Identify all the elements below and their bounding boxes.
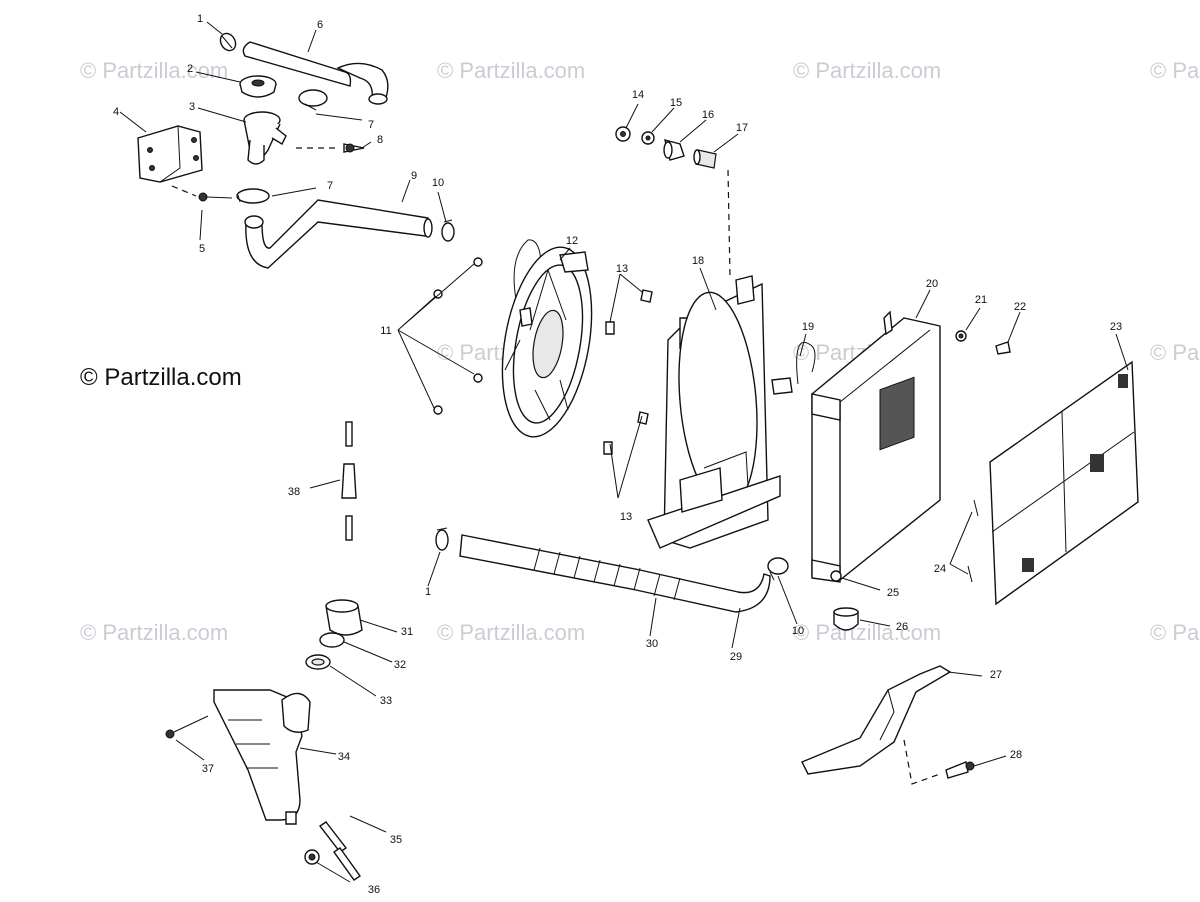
- callout-38: 38: [288, 486, 300, 498]
- callout-6: 6: [317, 19, 323, 31]
- lower-hose-part: [459, 534, 771, 613]
- callout-1-lower: 1: [425, 586, 431, 598]
- clamp-10-lower-part: [767, 557, 789, 581]
- screw-28-part: [903, 739, 975, 785]
- watermark-tile: © Partzilla.com: [80, 620, 228, 645]
- watermark-tile: © Partzilla.com: [80, 58, 228, 83]
- callout-14: 14: [632, 89, 644, 101]
- callout-34: 34: [338, 751, 350, 763]
- clamp-36-part: [304, 849, 320, 865]
- mounting-bracket-part: [801, 665, 952, 775]
- bolt-5-part: [171, 185, 233, 202]
- watermark-tile: © Partzilla.com: [1150, 340, 1200, 365]
- callout-22: 22: [1014, 301, 1026, 313]
- watermark-tile: © Partzilla.com: [437, 620, 585, 645]
- fan-rivets-part: [433, 257, 483, 415]
- callout-24: 24: [934, 563, 946, 575]
- bracket-part: [137, 125, 203, 183]
- leader-lines: [119, 21, 1129, 883]
- upper-hose-part: [242, 41, 389, 105]
- watermark-main: © Partzilla.com: [80, 364, 242, 391]
- filler-neck-part: [243, 111, 287, 165]
- clips-13-part: [603, 289, 653, 455]
- cooling-fan-part: [501, 239, 593, 438]
- callout-10-lower: 10: [792, 625, 804, 637]
- callout-17: 17: [736, 122, 748, 134]
- callout-3: 3: [189, 101, 195, 113]
- coolant-reservoir-part: [213, 689, 311, 825]
- watermark-tile: © Partzilla.com: [437, 58, 585, 83]
- callout-7-mid: 7: [327, 180, 333, 192]
- callout-36: 36: [368, 884, 380, 896]
- callout-23: 23: [1110, 321, 1122, 333]
- callout-numbers: 1 2 3 4 5 6 7 8 7 9 10 11 12 13 13 14 15…: [113, 13, 1122, 896]
- clamp-lower-part: [435, 527, 449, 551]
- clamp-mid-part: [236, 188, 270, 204]
- callout-4: 4: [113, 106, 119, 118]
- callout-11: 11: [380, 325, 391, 337]
- callout-19: 19: [802, 321, 814, 333]
- pins-24-part: [967, 499, 979, 583]
- hose-9-part: [244, 199, 433, 269]
- connector-38-part: [341, 421, 357, 541]
- radiator-screen-part: [989, 360, 1139, 606]
- callout-16: 16: [702, 109, 714, 121]
- callout-33: 33: [380, 695, 392, 707]
- callout-20: 20: [926, 278, 938, 290]
- radiator-part: [811, 310, 941, 583]
- fan-shroud-part: [647, 169, 781, 549]
- callout-13-lower: 13: [620, 511, 632, 523]
- callout-12: 12: [566, 235, 578, 247]
- overflow-hose-part: [318, 821, 361, 881]
- screw-8-part: [296, 143, 365, 153]
- drain-25-part: [830, 570, 842, 582]
- callout-10-upper: 10: [432, 177, 444, 189]
- radiator-cap-part: [239, 75, 277, 98]
- hardware-21-22-part: [955, 330, 1011, 355]
- callout-37: 37: [202, 763, 214, 775]
- callout-1-top: 1: [197, 13, 203, 25]
- callout-28: 28: [1010, 749, 1022, 761]
- callout-26: 26: [896, 621, 908, 633]
- watermark-tile: © Partzilla.com: [793, 58, 941, 83]
- callout-25: 25: [887, 587, 899, 599]
- callout-30: 30: [646, 638, 658, 650]
- clamp-10-part: [441, 219, 455, 242]
- screw-37-part: [165, 715, 209, 739]
- clamp-top-part: [219, 32, 237, 52]
- callout-15: 15: [670, 97, 682, 109]
- callout-2: 2: [187, 63, 193, 75]
- clamp-upper-part: [298, 89, 328, 111]
- callout-13-upper: 13: [616, 263, 628, 275]
- temp-sensor-part: [771, 341, 816, 395]
- callout-8: 8: [377, 134, 383, 146]
- callout-32: 32: [394, 659, 406, 671]
- callout-18: 18: [692, 255, 704, 267]
- callout-5: 5: [199, 243, 205, 255]
- callout-7-upper: 7: [368, 119, 374, 131]
- callout-21: 21: [975, 294, 987, 306]
- watermark-tile: © Partzilla.com: [1150, 58, 1200, 83]
- callout-31: 31: [401, 626, 413, 638]
- callout-35: 35: [390, 834, 402, 846]
- grommet-26-part: [833, 607, 859, 631]
- callout-27: 27: [990, 669, 1002, 681]
- hardware-14-17-part: [615, 126, 717, 169]
- callout-9: 9: [411, 170, 417, 182]
- watermark-tile: © Partzilla.com: [793, 620, 941, 645]
- watermark-tile: © Partzilla.com: [1150, 620, 1200, 645]
- callout-29: 29: [730, 651, 742, 663]
- reservoir-cap-part: [305, 599, 363, 670]
